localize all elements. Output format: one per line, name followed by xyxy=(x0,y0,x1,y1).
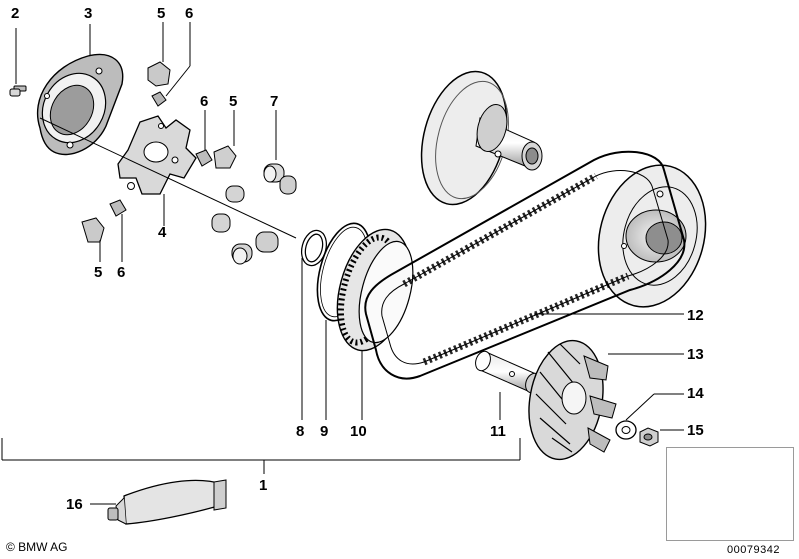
callout-5: 5 xyxy=(94,264,103,281)
leader-lines xyxy=(1,22,684,505)
fan-pulley xyxy=(528,339,617,461)
callout-8: 8 xyxy=(296,423,305,440)
cover-plate xyxy=(36,53,124,156)
washer xyxy=(615,420,637,440)
grease-tube xyxy=(107,479,227,525)
screw xyxy=(9,28,27,97)
callout-3: 3 xyxy=(84,5,93,22)
callout-5: 5 xyxy=(229,93,238,110)
callout-11: 11 xyxy=(490,423,506,440)
callout-12: 12 xyxy=(687,307,704,324)
callout-14: 14 xyxy=(687,385,704,402)
nut xyxy=(639,427,659,447)
callout-5: 5 xyxy=(157,5,166,22)
callout-13: 13 xyxy=(687,346,704,363)
callout-1: 1 xyxy=(259,477,268,494)
callout-9: 9 xyxy=(320,423,329,440)
sleeve xyxy=(475,350,541,394)
document-number: 00079342 xyxy=(727,544,780,556)
callout-16: 16 xyxy=(66,496,83,513)
variator-pulley xyxy=(336,228,414,352)
clutch-pulley xyxy=(420,70,543,206)
callout-2: 2 xyxy=(11,5,20,22)
slide-pieces xyxy=(81,61,237,243)
drive-belt xyxy=(364,150,686,380)
ramp-plate xyxy=(117,115,197,195)
callout-15: 15 xyxy=(687,422,704,439)
callout-6: 6 xyxy=(200,93,209,110)
roller-weights xyxy=(211,163,297,265)
callout-4: 4 xyxy=(158,224,167,241)
callout-10: 10 xyxy=(350,423,367,440)
callout-6: 6 xyxy=(117,264,126,281)
callout-7: 7 xyxy=(270,93,279,110)
thumbnail-frame xyxy=(666,447,794,541)
copyright-text: © BMW AG xyxy=(6,540,68,554)
driven-pulley xyxy=(597,164,707,308)
callout-6: 6 xyxy=(185,5,194,22)
